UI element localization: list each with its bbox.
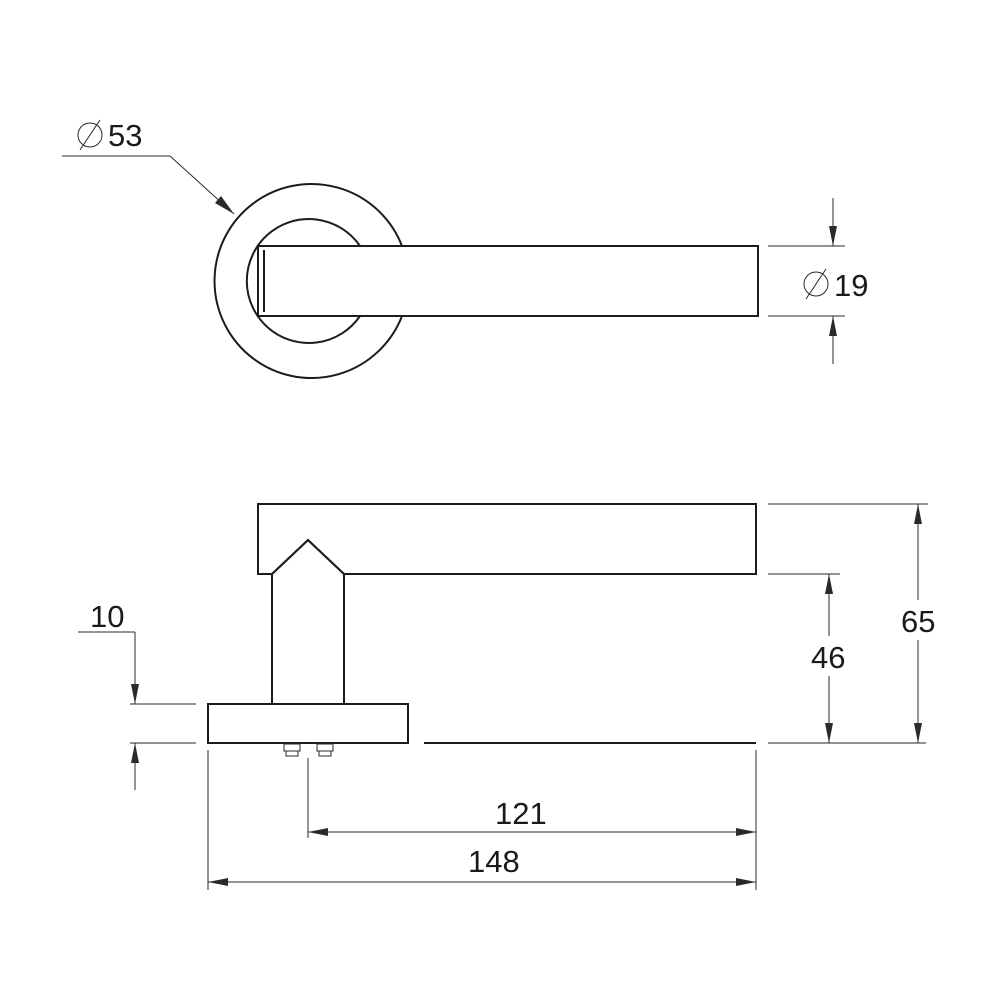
lever-underside-arrowhead-top <box>825 574 833 594</box>
spindle-projection-arrowhead-left <box>308 828 328 836</box>
rose-inner-circle <box>245 218 361 344</box>
overall-height-label: 65 <box>901 604 935 639</box>
overall-length-label: 148 <box>468 844 520 879</box>
diameter-symbol-icon <box>803 268 829 300</box>
lever-underside-arrowhead-bottom <box>825 723 833 743</box>
rose-outer-circle <box>213 183 403 379</box>
lever-arrowhead-top <box>829 226 837 246</box>
overall-height-arrowhead-top <box>914 504 922 524</box>
rose-diameter-dimension: 53 <box>62 118 235 215</box>
spindle-projection-label: 121 <box>495 796 547 831</box>
overall-height-arrowhead-bottom <box>914 723 922 743</box>
overall-length-arrowhead-right <box>736 878 756 886</box>
rose-thickness-dimension: 10 <box>78 599 196 790</box>
overall-height-dimension: 65 <box>768 503 944 743</box>
top-view: 53 19 <box>62 118 868 379</box>
lever-diameter-dimension: 19 <box>768 198 868 364</box>
rose-diameter-label: 53 <box>108 118 142 153</box>
rose-base <box>207 703 409 744</box>
overall-length-dimension: 148 <box>207 750 756 890</box>
lever-diameter-label: 19 <box>834 268 868 303</box>
diameter-symbol-icon <box>77 119 103 151</box>
side-view: 10 46 65 121 <box>78 503 944 890</box>
lever-arrowhead-bottom <box>829 316 837 336</box>
fixing-screws <box>283 743 334 757</box>
overall-length-arrowhead-left <box>208 878 228 886</box>
rose-thickness-arrowhead-top <box>131 684 139 704</box>
rose-diameter-arrowhead <box>215 196 234 214</box>
neck-outline <box>271 538 345 704</box>
rose-thickness-arrowhead-bottom <box>131 743 139 763</box>
lever-bar-top <box>257 245 759 317</box>
rose-thickness-label: 10 <box>90 599 124 634</box>
lever-underside-height-label: 46 <box>811 640 845 675</box>
lever-underside-height-dimension: 46 <box>768 573 926 744</box>
spindle-projection-dimension: 121 <box>307 750 757 890</box>
spindle-projection-arrowhead-right <box>736 828 756 836</box>
